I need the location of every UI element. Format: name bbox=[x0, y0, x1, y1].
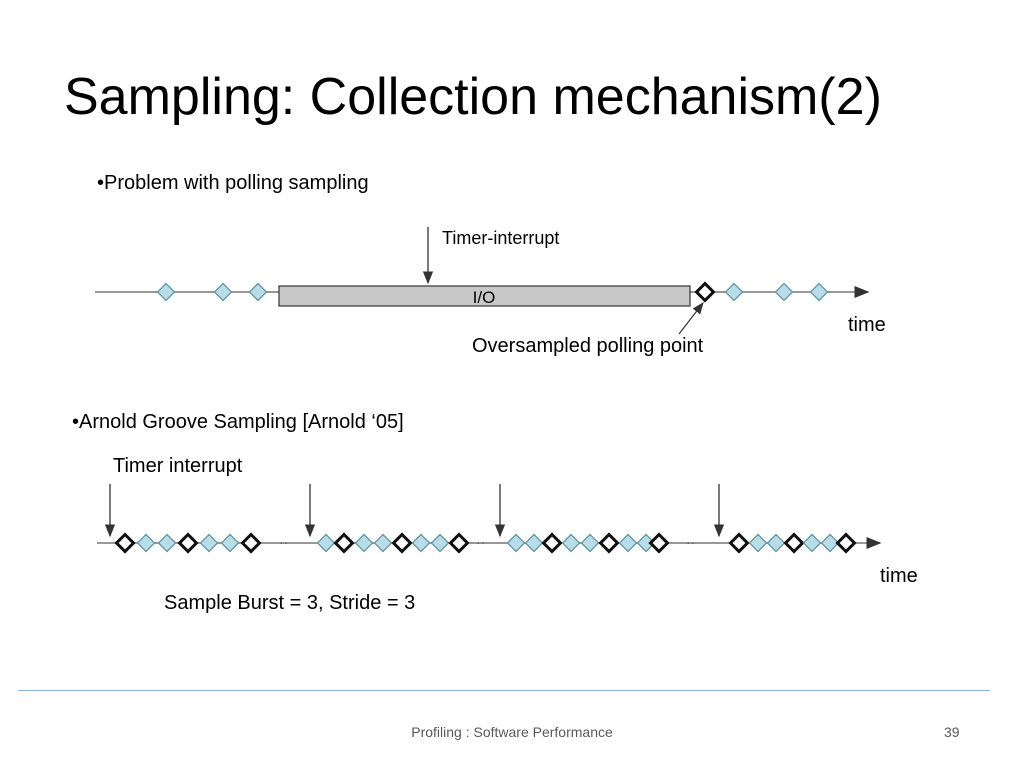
sample-point bbox=[411, 533, 431, 553]
oversampled-point bbox=[694, 281, 716, 303]
footer-text: Profiling : Software Performance bbox=[411, 724, 613, 740]
time-axis-label-2: time bbox=[880, 565, 918, 587]
sample-burst-group bbox=[316, 532, 470, 554]
page-number: 39 bbox=[944, 724, 960, 740]
sample-point bbox=[524, 533, 544, 553]
sample-point bbox=[220, 533, 240, 553]
sample-point bbox=[724, 282, 744, 302]
slide-title: Sampling: Collection mechanism(2) bbox=[64, 68, 882, 126]
gap-marker: ·· bbox=[686, 534, 695, 550]
sample-burst-group bbox=[506, 532, 670, 554]
sample-point bbox=[809, 282, 829, 302]
burst-sample-point bbox=[391, 532, 413, 554]
oversampled-pointer bbox=[678, 302, 704, 335]
burst-sample-point bbox=[333, 532, 355, 554]
sample-point bbox=[748, 533, 768, 553]
burst-sample-point bbox=[448, 532, 470, 554]
sample-burst-stride-label: Sample Burst = 3, Stride = 3 bbox=[164, 592, 416, 614]
sample-point bbox=[157, 533, 177, 553]
oversampled-polling-label: Oversampled polling point bbox=[472, 335, 704, 357]
sample-point bbox=[354, 533, 374, 553]
timer-interrupt-label: Timer-interrupt bbox=[442, 228, 559, 248]
burst-sample-point bbox=[177, 532, 199, 554]
burst-sample-point bbox=[783, 532, 805, 554]
burst-sample-point bbox=[541, 532, 563, 554]
sample-burst-group bbox=[114, 532, 262, 554]
sample-point bbox=[636, 533, 656, 553]
time-axis-label-1: time bbox=[848, 314, 886, 336]
sample-point bbox=[156, 282, 176, 302]
sample-point bbox=[580, 533, 600, 553]
sample-point bbox=[802, 533, 822, 553]
gap-marker: ·· bbox=[279, 534, 288, 550]
sample-point bbox=[316, 533, 336, 553]
sample-point bbox=[373, 533, 393, 553]
sample-point bbox=[618, 533, 638, 553]
arnold-groove-diagram: ·· ·· ·· bbox=[97, 484, 882, 554]
burst-sample-point bbox=[114, 532, 136, 554]
sample-point bbox=[248, 282, 268, 302]
burst-sample-point bbox=[598, 532, 620, 554]
sample-point bbox=[820, 533, 840, 553]
sample-burst-group bbox=[728, 532, 857, 554]
io-block bbox=[278, 285, 691, 307]
bullet-arnold-groove: •Arnold Groove Sampling [Arnold ‘05] bbox=[72, 411, 404, 433]
timer-interrupt-caption: Timer interrupt bbox=[113, 455, 243, 477]
sample-point bbox=[136, 533, 156, 553]
burst-sample-point bbox=[728, 532, 750, 554]
bullet-polling-problem: •Problem with polling sampling bbox=[97, 172, 369, 194]
polling-diagram: I/O Timer-interrupt bbox=[95, 227, 870, 335]
burst-sample-point bbox=[835, 532, 857, 554]
io-label: I/O bbox=[473, 288, 496, 307]
sample-point bbox=[213, 282, 233, 302]
burst-sample-point bbox=[648, 532, 670, 554]
sample-point bbox=[766, 533, 786, 553]
sample-point bbox=[506, 533, 526, 553]
footer-divider bbox=[18, 690, 990, 691]
sample-point bbox=[774, 282, 794, 302]
sample-point bbox=[199, 533, 219, 553]
gap-marker: ·· bbox=[476, 534, 485, 550]
sample-point bbox=[430, 533, 450, 553]
sample-point bbox=[561, 533, 581, 553]
burst-sample-point bbox=[240, 532, 262, 554]
